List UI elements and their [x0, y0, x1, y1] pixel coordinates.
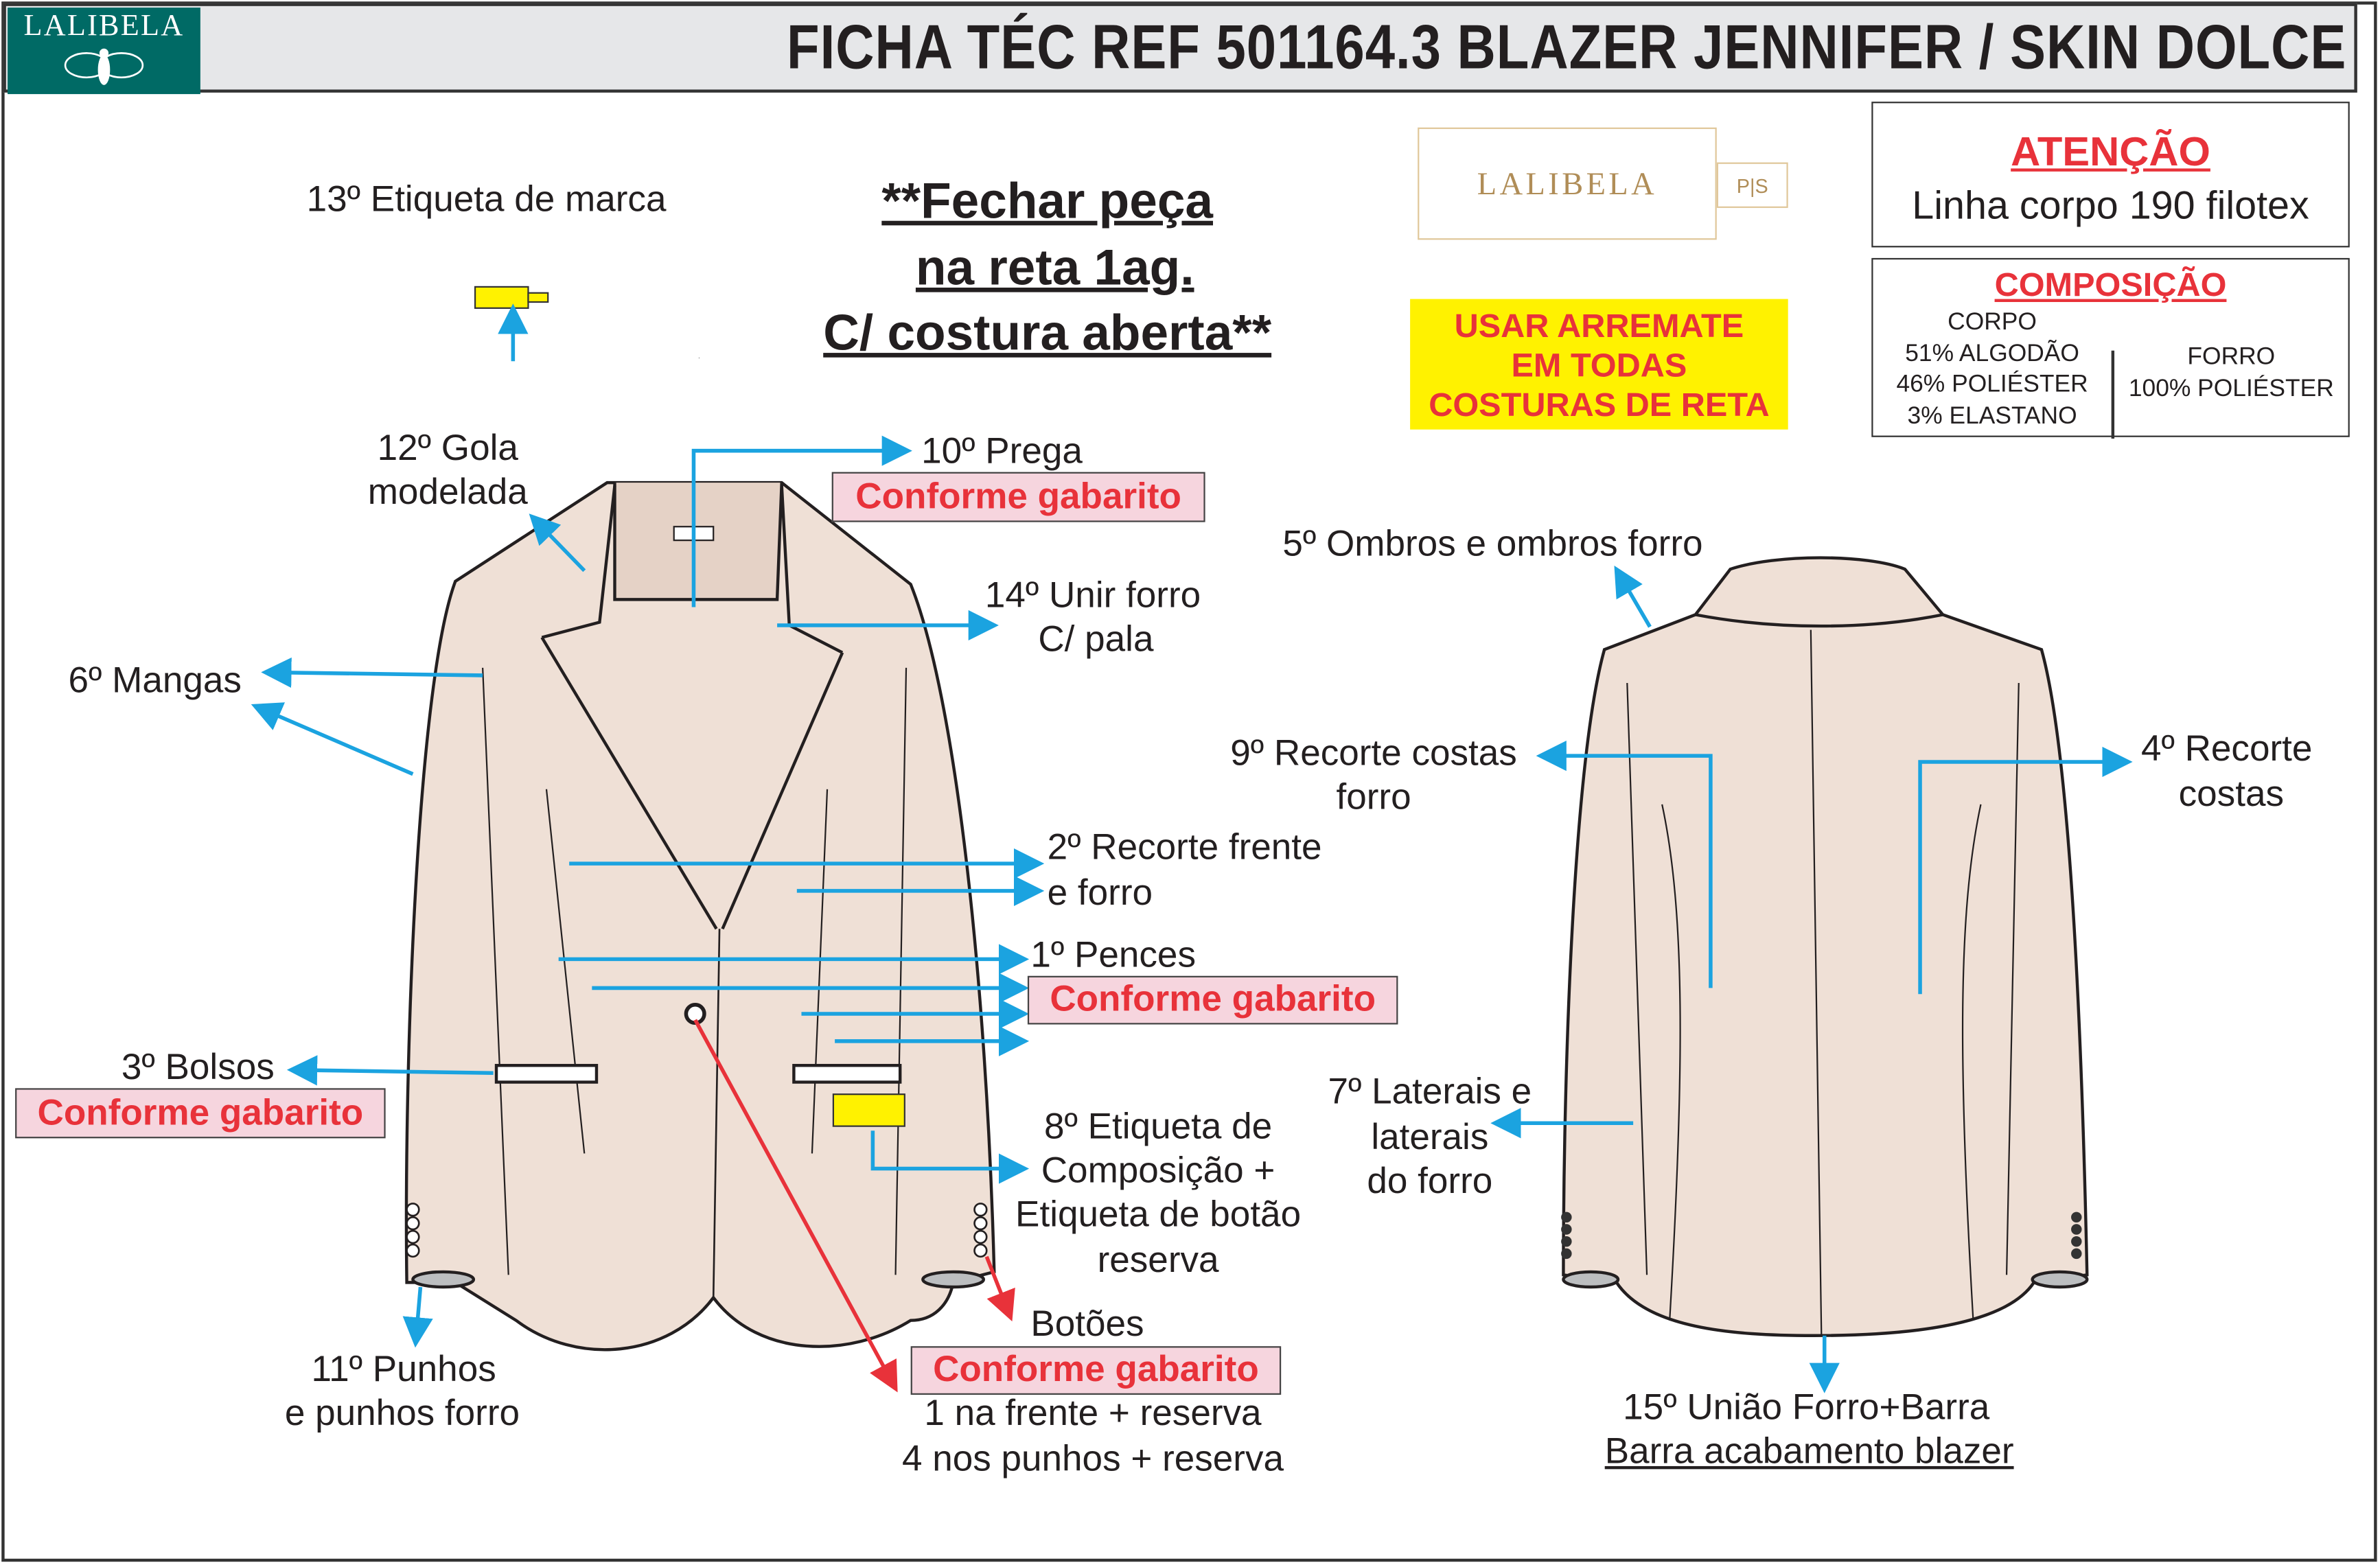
label-size-tab: P|S: [1716, 162, 1788, 208]
step-lining-join-line-2: C/ pala: [1038, 619, 1154, 660]
attention-text: Linha corpo 190 filotex: [1912, 182, 2309, 228]
composition-label-swatch: [832, 1093, 905, 1127]
step-pleat: 10º Prega: [921, 430, 1083, 472]
finish-warning-box: USAR ARREMATE EM TODAS COSTURAS DE RETA: [1410, 299, 1788, 430]
buttons-detail-front: 1 na frente + reserva: [924, 1393, 1262, 1435]
template-badge-pleat: Conforme gabarito: [831, 472, 1205, 522]
bee-icon: [64, 48, 144, 85]
brand-logo-text: LALIBELA: [23, 9, 185, 43]
step-sleeves: 6º Mangas: [68, 660, 242, 702]
brand-label-step: 13º Etiqueta de marca: [306, 178, 667, 220]
template-badge-pockets: Conforme gabarito: [15, 1088, 386, 1139]
step-sides-line: laterais: [1371, 1117, 1489, 1159]
finish-warning-line: USAR ARREMATE: [1454, 306, 1744, 345]
step-cuffs: 11º Punhos: [311, 1349, 496, 1391]
composition-box: COMPOSIÇÃO CORPO 51% ALGODÃO 46% POLIÉST…: [1871, 257, 2351, 439]
step-collar: 12º Gola: [377, 428, 518, 470]
page-title: FICHA TÉC REF 501164.3 BLAZER JENNIFER /…: [787, 12, 2347, 82]
header-bar: [3, 3, 2357, 93]
button-arrows: [693, 1019, 1015, 1393]
template-badge-buttons: Conforme gabarito: [910, 1346, 1282, 1395]
composition-lining-line: FORRO: [2187, 344, 2276, 371]
composition-body: CORPO 51% ALGODÃO 46% POLIÉSTER 3% ELAST…: [1873, 308, 2111, 432]
attention-title: ATENÇÃO: [2011, 128, 2210, 175]
step-front-cut: 2º Recorte frente: [1047, 827, 1322, 868]
finish-warning-line: COSTURAS DE RETA: [1429, 385, 1770, 424]
brand-label-swatch: [474, 286, 549, 309]
step-hem-finish: Barra acabamento blazer: [1604, 1431, 2014, 1472]
composition-lining-line: 100% POLIÉSTER: [2128, 375, 2334, 402]
label-logo-brand: LALIBELA: [1477, 164, 1658, 201]
step-comp-label-line: Composição +: [1041, 1150, 1275, 1192]
step-pockets: 3º Bolsos: [121, 1047, 275, 1089]
brand-logo: LALIBELA: [8, 8, 200, 95]
composition-divider: [2111, 350, 2114, 439]
step-lining-join: 14º Unir forro: [984, 575, 1201, 616]
step-sides: 7º Laterais e: [1328, 1071, 1532, 1113]
step-comp-label: 8º Etiqueta de: [1043, 1106, 1273, 1148]
step-buttons: Botões: [1030, 1303, 1144, 1345]
step-comp-label-line: Etiqueta de botão: [1015, 1194, 1302, 1236]
step-front-cut-line-2: e forro: [1047, 872, 1153, 914]
step-comp-label-line: reserva: [1097, 1240, 1219, 1282]
step-shoulders: 5º Ombros e ombros forro: [1282, 523, 1703, 565]
close-instruction-line-3: C/ costura aberta**: [823, 304, 1272, 361]
svg-text:.: .: [698, 353, 700, 360]
composition-body-line: CORPO: [1948, 310, 2037, 336]
finish-warning-line: EM TODAS: [1511, 346, 1687, 384]
composition-body-line: 51% ALGODÃO: [1905, 340, 2079, 367]
composition-body-line: 46% POLIÉSTER: [1896, 371, 2088, 398]
step-hem: 15º União Forro+Barra: [1623, 1387, 1990, 1428]
step-back-cut-line-2: costas: [2178, 774, 2285, 815]
template-badge-darts: Conforme gabarito: [1027, 975, 1398, 1025]
step-darts: 1º Pences: [1030, 935, 1197, 976]
step-cuffs-line-2: e punhos forro: [284, 1393, 520, 1435]
composition-body-line: 3% ELASTANO: [1907, 403, 2077, 429]
step-collar-line-2: modelada: [367, 472, 528, 513]
buttons-detail-cuffs: 4 nos punhos + reserva: [901, 1439, 1284, 1480]
callout-arrows: [251, 303, 2133, 1393]
label-logo-sample: LALIBELA: [1418, 127, 1717, 240]
front-jacket-drawing: [404, 480, 996, 1352]
close-instruction-line-2: na reta 1ag.: [915, 239, 1194, 296]
composition-title: COMPOSIÇÃO: [1994, 265, 2227, 304]
step-sides-line: do forro: [1367, 1161, 1493, 1203]
step-back-lining-cut: 9º Recorte costas: [1230, 732, 1517, 774]
attention-box: ATENÇÃO Linha corpo 190 filotex: [1871, 102, 2350, 248]
label-size-text: P|S: [1736, 174, 1768, 197]
back-jacket-drawing: [1561, 556, 2089, 1337]
close-instruction-line-1: **Fechar peça: [881, 172, 1213, 229]
step-back-cut: 4º Recorte: [2140, 728, 2313, 770]
composition-lining: FORRO 100% POLIÉSTER: [2112, 343, 2351, 406]
step-back-lining-cut-line-2: forro: [1336, 777, 1411, 818]
